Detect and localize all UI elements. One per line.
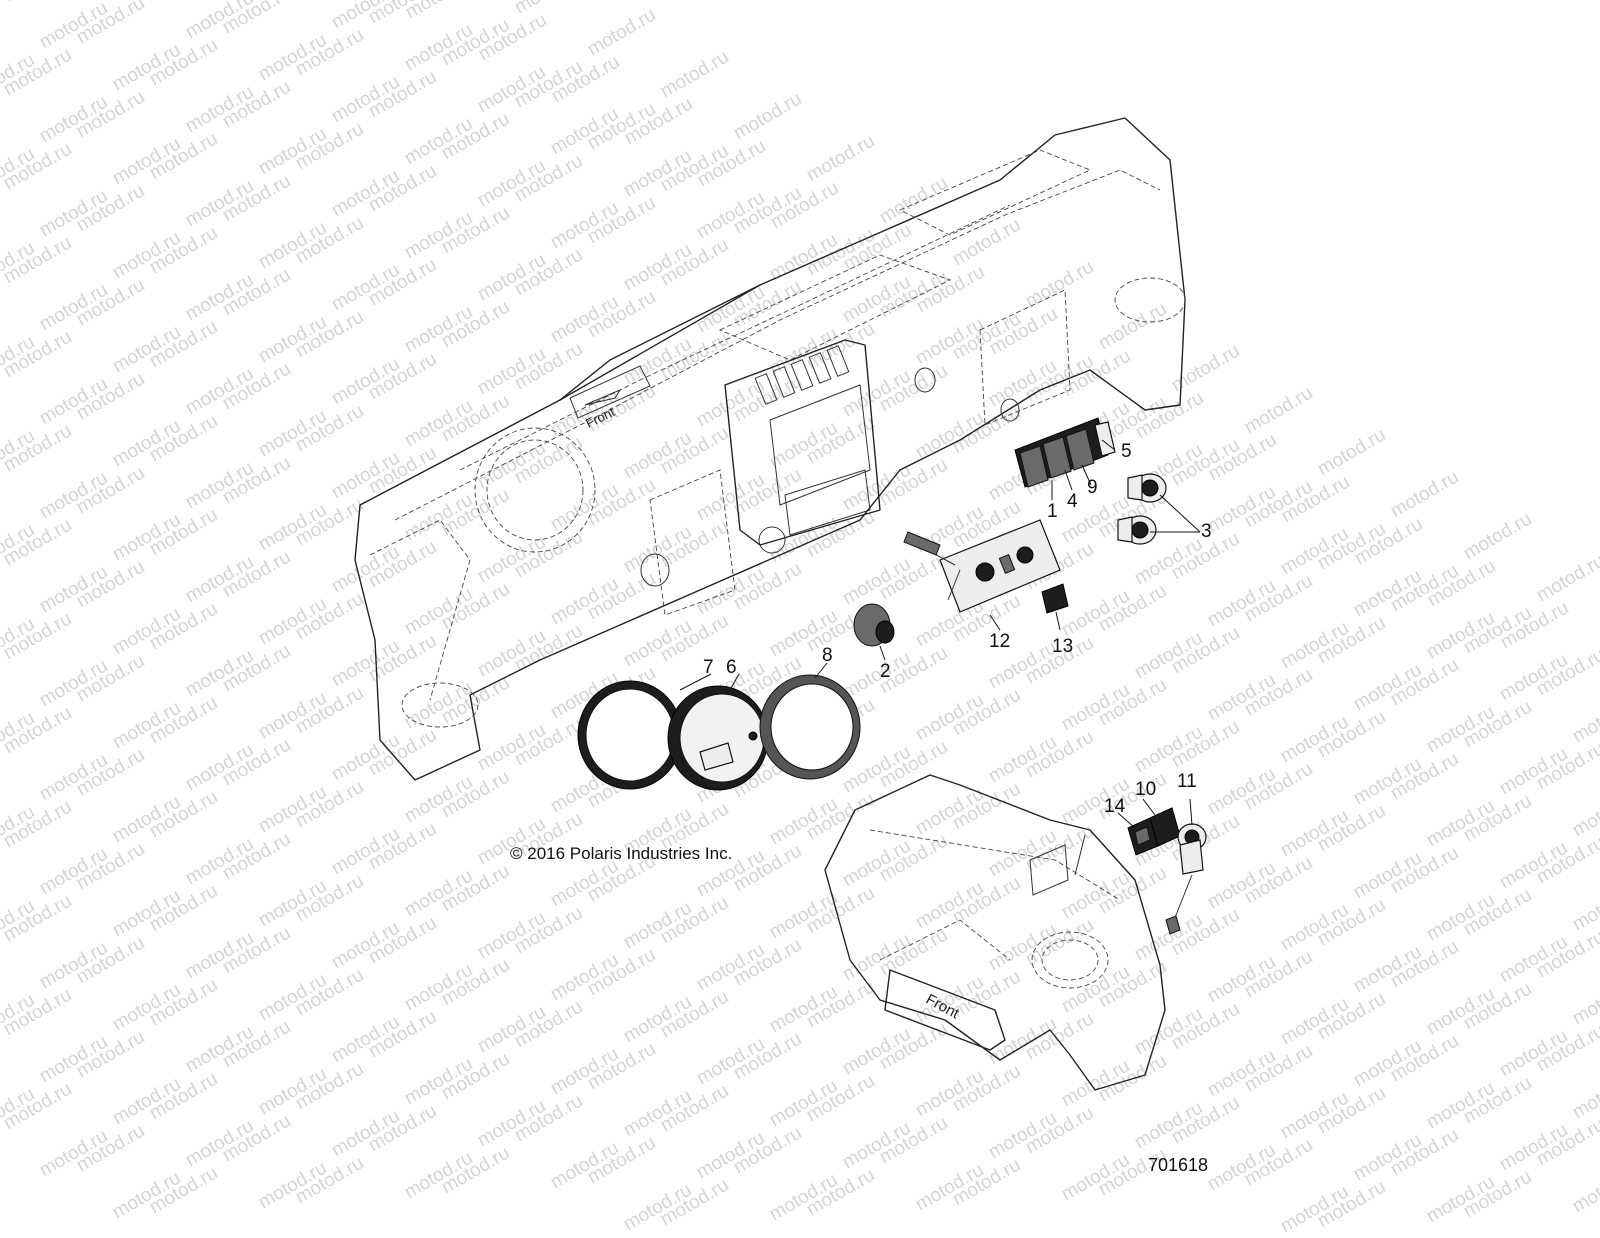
gauge-6 (667, 685, 769, 791)
callout-2: 2 (880, 661, 891, 682)
dashboard-line-art (354, 117, 1207, 1091)
callout-3: 3 (1201, 521, 1212, 542)
copyright-notice: © 2016 Polaris Industries Inc. (510, 844, 733, 863)
gauge-ring-7 (577, 680, 683, 790)
diagram-number: 701618 (1148, 1155, 1209, 1175)
switch-cluster (1014, 417, 1116, 488)
callout-14: 14 (1104, 796, 1126, 817)
callout-13: 13 (1052, 636, 1074, 657)
power-sockets (1117, 473, 1167, 545)
callout-6: 6 (726, 657, 737, 678)
callout-5: 5 (1121, 441, 1132, 462)
center-console-assembly (824, 774, 1166, 1091)
leader-lines (679, 439, 1201, 829)
switch-panel-12 (903, 519, 1061, 613)
switch-13-shape (1041, 583, 1069, 614)
knob-2 (853, 603, 895, 647)
callout-4: 4 (1067, 491, 1078, 512)
dashboard-assembly (354, 117, 1186, 781)
socket-11 (1165, 823, 1207, 935)
callout-7: 7 (703, 657, 714, 678)
switch-row-on-dash (754, 345, 850, 405)
callout-8: 8 (822, 645, 833, 666)
callout-10: 10 (1135, 779, 1157, 800)
callout-9: 9 (1087, 477, 1098, 498)
gauge-ring-8 (759, 674, 861, 780)
callout-11: 11 (1177, 771, 1197, 792)
callout-12: 12 (989, 631, 1011, 652)
switches-14-10 (1127, 807, 1181, 856)
callout-1: 1 (1047, 501, 1058, 522)
